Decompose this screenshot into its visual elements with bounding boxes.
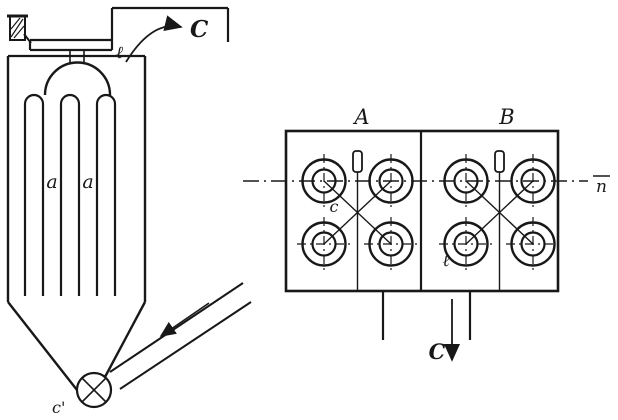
section-b-label: B [498, 105, 514, 129]
inlet-dome [43, 61, 112, 96]
inlet-pipe [28, 38, 112, 63]
section-a-label: A [352, 105, 369, 129]
elevation-view: C ℓ a a c' [6, 6, 252, 417]
section-a-tubes [297, 150, 418, 291]
inlet-pipe-label: ℓ [116, 43, 123, 63]
discharge-chute [109, 282, 252, 390]
rotary-valve [75, 371, 113, 409]
plan-c-label: c [330, 197, 339, 216]
tube-label-right: a [82, 171, 93, 193]
nozzle-tab [352, 150, 363, 173]
plan-l-label: ℓ [442, 251, 449, 271]
section-b-tubes [439, 150, 560, 291]
elevation-outlet-label: C [190, 16, 209, 43]
filter-body [6, 54, 147, 302]
axis-label: n [596, 177, 607, 197]
filter-tubes [23, 93, 117, 296]
filter-tube [95, 93, 117, 296]
plan-outlet-label: C [429, 339, 446, 364]
discharge-label: c' [52, 398, 65, 417]
hopper [7, 301, 147, 391]
filter-tube [59, 93, 81, 296]
filter-tube [23, 93, 45, 296]
outlet-flow-arrow [125, 15, 183, 63]
bottom-duct [381, 291, 472, 362]
tube-label-left: a [46, 171, 57, 193]
outlet-duct [110, 6, 230, 50]
plan-view: A B n [243, 105, 610, 364]
inlet-valve-icon [7, 14, 32, 44]
chute-flow-arrow [159, 302, 210, 337]
nozzle-tab [494, 150, 505, 173]
